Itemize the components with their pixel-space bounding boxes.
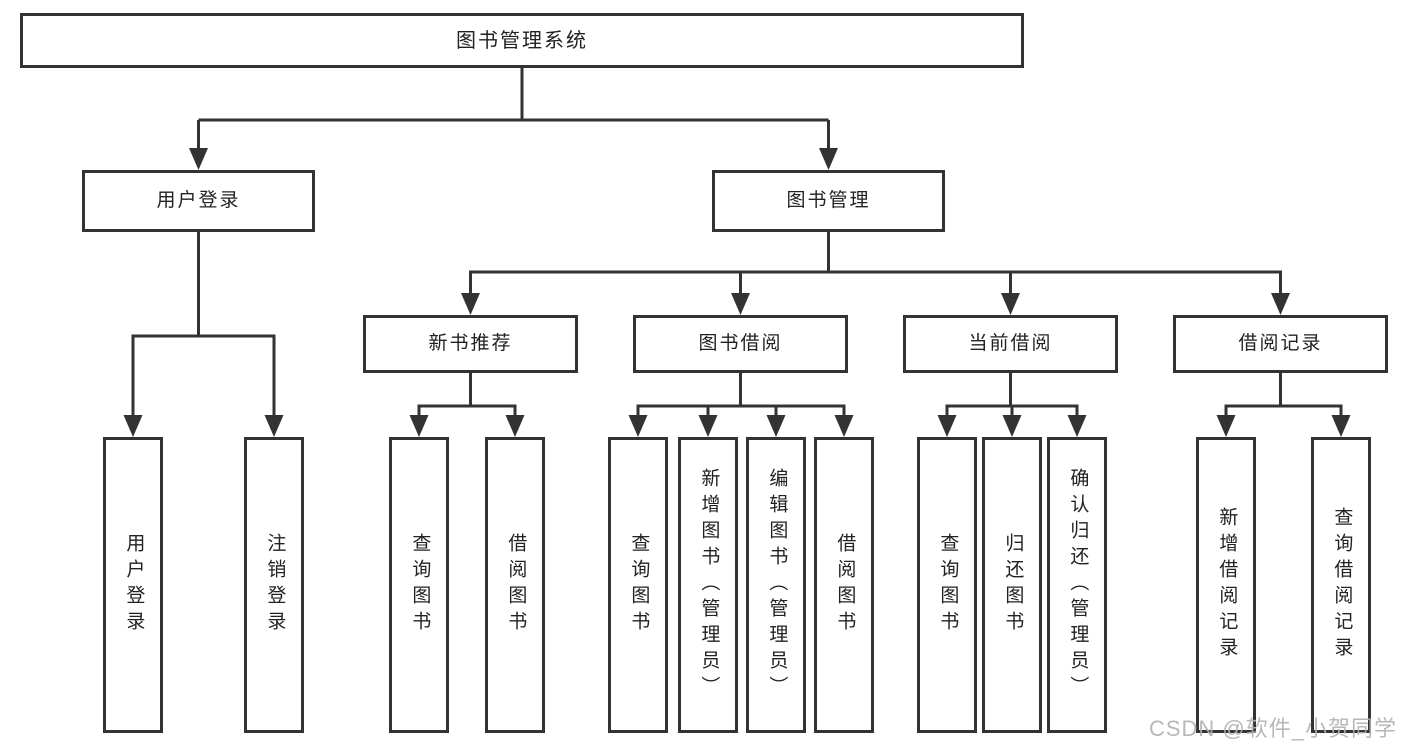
node-leaf-borrow-books: 借阅图书: [814, 437, 874, 733]
node-current-borrowing: 当前借阅: [903, 315, 1118, 373]
node-leaf-logout: 注销登录: [244, 437, 304, 733]
node-book-management-module: 图书管理: [712, 170, 945, 232]
node-leaf-edit-book-admin: 编辑图书（管理员）: [746, 437, 806, 733]
connector-new-book-to-leaves: [409, 373, 525, 437]
watermark: CSDN @软件_小贺同学: [1148, 716, 1397, 741]
connector-root-to-level2: [189, 68, 838, 170]
node-leaf-query-books-current: 查询图书: [917, 437, 977, 733]
node-leaf-query-borrow-record: 查询借阅记录: [1311, 437, 1371, 733]
node-borrowing-records: 借阅记录: [1173, 315, 1388, 373]
connector-book-borrow-to-leaves: [628, 373, 854, 437]
connector-current-borrow-to-leaves: [937, 373, 1087, 437]
node-leaf-add-borrow-record: 新增借阅记录: [1196, 437, 1256, 733]
node-leaf-add-book-admin: 新增图书（管理员）: [678, 437, 738, 733]
node-leaf-query-books-recommend: 查询图书: [389, 437, 449, 733]
node-user-login-module: 用户登录: [82, 170, 315, 232]
node-leaf-return-book: 归还图书: [982, 437, 1042, 733]
node-new-book-recommend: 新书推荐: [363, 315, 578, 373]
connector-user-login-to-leaves: [123, 232, 284, 437]
node-leaf-user-login: 用户登录: [103, 437, 163, 733]
node-book-borrowing: 图书借阅: [633, 315, 848, 373]
node-root: 图书管理系统: [20, 13, 1024, 68]
node-leaf-confirm-return-admin: 确认归还（管理员）: [1047, 437, 1107, 733]
node-leaf-query-books-borrow: 查询图书: [608, 437, 668, 733]
connector-borrow-record-to-leaves: [1216, 373, 1351, 437]
connector-book-mgmt-to-level3: [461, 232, 1290, 315]
node-leaf-borrow-books-recommend: 借阅图书: [485, 437, 545, 733]
